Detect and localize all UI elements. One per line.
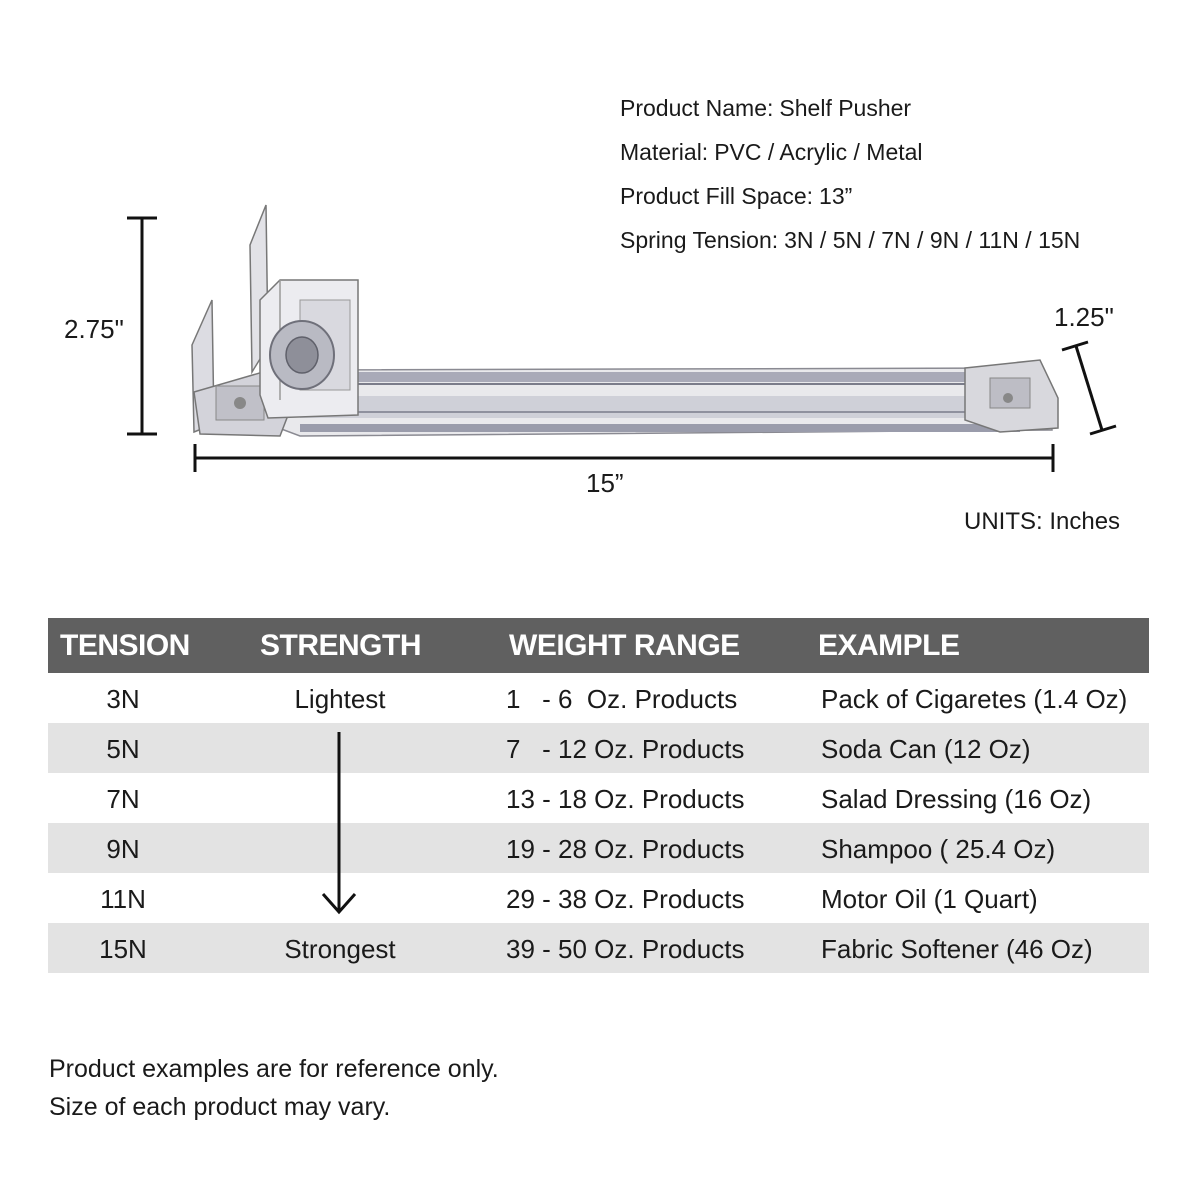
cell-example: Fabric Softener (46 Oz) (821, 934, 1093, 964)
strength-down-arrow-icon (321, 732, 357, 915)
header-weight-range: WEIGHT RANGE (509, 629, 740, 662)
cell-example: Soda Can (12 Oz) (821, 734, 1031, 764)
spec-value: 13” (819, 183, 853, 209)
cell-weight-range: 13 - 18 Oz. Products (506, 784, 745, 814)
table-row: 3N Lightest 1 - 6 Oz. Products Pack of C… (48, 673, 1149, 723)
table-row: 15N Strongest 39 - 50 Oz. Products Fabri… (48, 923, 1149, 973)
cell-example: Motor Oil (1 Quart) (821, 884, 1038, 914)
cell-tension: 11N (100, 884, 146, 914)
depth-dimension-line (1061, 340, 1117, 436)
cell-tension: 3N (106, 684, 140, 714)
tension-table: TENSION STRENGTH WEIGHT RANGE EXAMPLE 3N… (48, 618, 1149, 973)
cell-weight-range: 39 - 50 Oz. Products (506, 934, 745, 964)
height-dimension-label: 2.75" (64, 314, 124, 344)
cell-weight-range: 1 - 6 Oz. Products (506, 684, 738, 714)
cell-strength: Strongest (284, 934, 396, 964)
height-dimension-line (127, 216, 157, 436)
product-specifications: Product Name:Shelf Pusher Material:PVC /… (620, 86, 1080, 262)
spec-label: Material: (620, 139, 709, 165)
cell-tension: 5N (106, 734, 140, 764)
header-strength: STRENGTH (260, 629, 422, 662)
spec-value: PVC / Acrylic / Metal (714, 139, 923, 165)
spec-fill-space: Product Fill Space:13” (620, 174, 1080, 218)
spec-value: 3N / 5N / 7N / 9N / 11N / 15N (784, 227, 1081, 253)
cell-example: Salad Dressing (16 Oz) (821, 784, 1092, 814)
cell-weight-range: 7 - 12 Oz. Products (506, 734, 745, 764)
table-row: 9N 19 - 28 Oz. Products Shampoo ( 25.4 O… (48, 823, 1149, 873)
table-row: 7N 13 - 18 Oz. Products Salad Dressing (… (48, 773, 1149, 823)
spec-label: Product Fill Space: (620, 183, 814, 209)
spec-value: Shelf Pusher (779, 95, 912, 121)
table-row: 5N 7 - 12 Oz. Products Soda Can (12 Oz) (48, 723, 1149, 773)
table-row: 11N 29 - 38 Oz. Products Motor Oil (1 Qu… (48, 873, 1149, 923)
spec-product-name: Product Name:Shelf Pusher (620, 86, 1080, 130)
header-example: EXAMPLE (818, 629, 960, 662)
cell-example: Pack of Cigaretes (1.4 Oz) (821, 684, 1128, 714)
footnote-line: Product examples are for reference only. (49, 1055, 499, 1083)
table-header: TENSION STRENGTH WEIGHT RANGE EXAMPLE (48, 618, 1149, 673)
spec-label: Spring Tension: (620, 227, 779, 253)
footnote-line: Size of each product may vary. (49, 1093, 391, 1121)
cell-tension: 15N (99, 934, 147, 964)
units-note: UNITS: Inches (964, 508, 1121, 535)
depth-dimension-label: 1.25" (1054, 302, 1114, 332)
length-dimension-label: 15” (586, 468, 624, 498)
spec-material: Material:PVC / Acrylic / Metal (620, 130, 1080, 174)
header-tension: TENSION (60, 629, 190, 662)
cell-example: Shampoo ( 25.4 Oz) (821, 834, 1056, 864)
cell-tension: 7N (106, 784, 140, 814)
cell-weight-range: 19 - 28 Oz. Products (506, 834, 745, 864)
shelf-pusher-product (191, 204, 1059, 437)
spec-spring-tension: Spring Tension:3N / 5N / 7N / 9N / 11N /… (620, 218, 1080, 262)
spec-label: Product Name: (620, 95, 774, 121)
cell-strength: Lightest (294, 684, 386, 714)
length-dimension-line (193, 444, 1055, 472)
cell-tension: 9N (106, 834, 140, 864)
cell-weight-range: 29 - 38 Oz. Products (506, 884, 745, 914)
footnote: Product examples are for reference only.… (49, 1050, 499, 1126)
